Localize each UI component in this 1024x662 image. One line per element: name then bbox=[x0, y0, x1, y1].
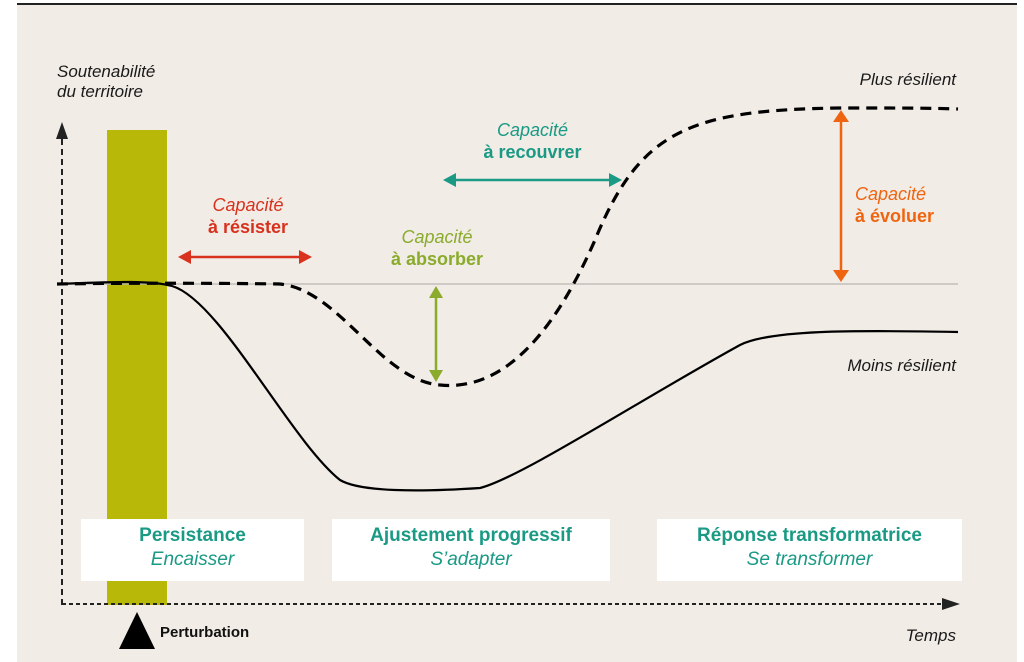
phase-transformatrice: Réponse transformatrice Se transformer bbox=[657, 519, 962, 581]
y-axis-arrow-icon bbox=[56, 122, 68, 139]
y-axis-label: Soutenabilité du territoire bbox=[57, 62, 155, 103]
capacity-resister-line2: à résister bbox=[207, 216, 289, 237]
label-more-resilient: Plus résilient bbox=[859, 70, 956, 89]
phase-ajustement-subtitle: S’adapter bbox=[430, 549, 512, 570]
x-axis-arrow-icon bbox=[942, 598, 960, 610]
capacity-evoluer-line1: Capacité bbox=[855, 184, 927, 204]
capacity-evoluer-line2: à évoluer bbox=[855, 205, 935, 226]
phase-persistance-title: Persistance bbox=[139, 525, 246, 546]
capacity-resister: Capacité à résister bbox=[188, 195, 308, 238]
capacity-recouvrer-line1: Capacité bbox=[496, 120, 569, 140]
phase-persistance-subtitle: Encaisser bbox=[150, 549, 235, 570]
label-less-resilient: Moins résilient bbox=[847, 356, 956, 375]
perturbation-label: Perturbation bbox=[160, 624, 250, 641]
perturbation-triangle-icon bbox=[119, 612, 155, 649]
capacity-absorber-line1: Capacité bbox=[401, 227, 473, 247]
curve-more-resilient bbox=[56, 106, 959, 388]
capacity-recouvrer-line2: à recouvrer bbox=[483, 141, 582, 162]
capacity-evoluer: Capacité à évoluer bbox=[855, 184, 965, 227]
capacity-absorber: Capacité à absorber bbox=[372, 227, 502, 270]
phase-ajustement-title: Ajustement progressif bbox=[370, 525, 572, 546]
curve-less-resilient bbox=[56, 280, 959, 492]
y-axis-label-line2: du territoire bbox=[57, 82, 143, 102]
phase-transformatrice-title: Réponse transformatrice bbox=[697, 525, 922, 546]
capacity-recouvrer: Capacité à recouvrer bbox=[465, 120, 600, 163]
arrow-resister bbox=[178, 250, 312, 264]
top-rule bbox=[17, 3, 1017, 5]
x-axis-label: Temps bbox=[905, 626, 956, 645]
arrow-recouvrer bbox=[443, 173, 622, 187]
capacity-resister-line1: Capacité bbox=[212, 195, 284, 215]
capacity-absorber-line2: à absorber bbox=[390, 248, 484, 269]
phase-persistance: Persistance Encaisser bbox=[81, 519, 304, 581]
phase-ajustement: Ajustement progressif S’adapter bbox=[332, 519, 610, 581]
y-axis-label-line1: Soutenabilité bbox=[57, 62, 156, 81]
arrow-absorber bbox=[429, 286, 443, 382]
arrow-evoluer bbox=[833, 110, 849, 282]
phase-transformatrice-subtitle: Se transformer bbox=[746, 549, 873, 570]
